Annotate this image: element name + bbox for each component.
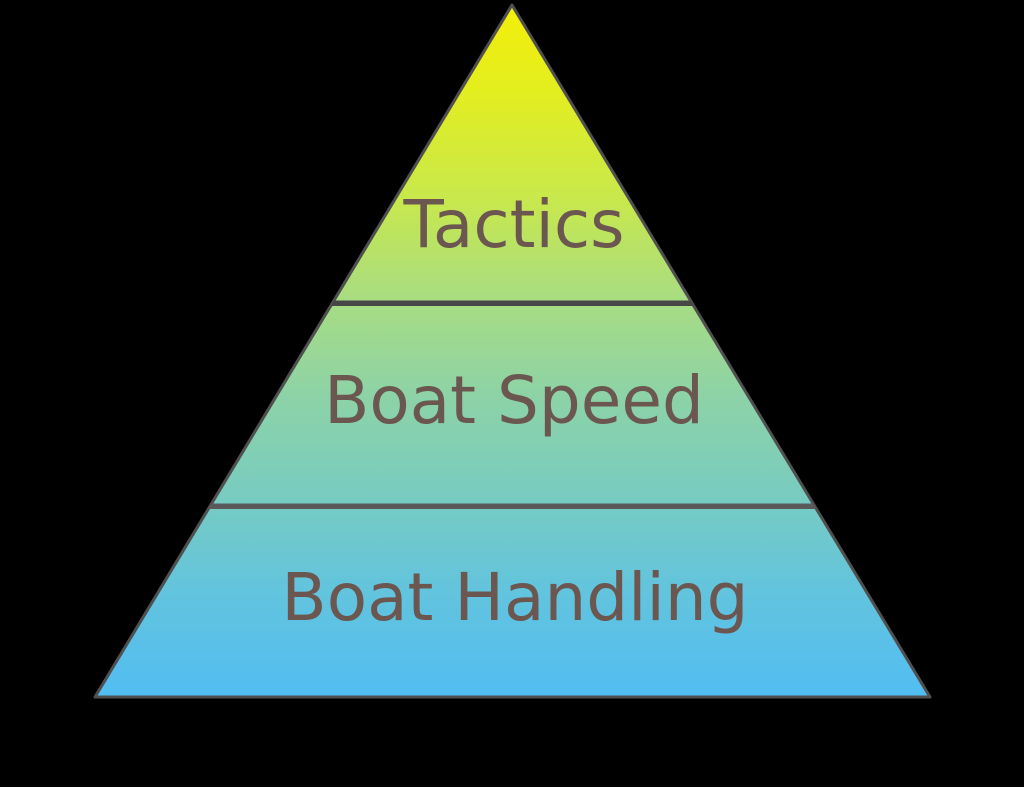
pyramid-body: [93, 3, 932, 699]
tier-label-tactics: Tactics: [402, 186, 624, 263]
tier-label-boat-handling: Boat Handling: [281, 559, 748, 636]
tier-divider-lower: [207, 503, 821, 509]
tier-label-boat-speed: Boat Speed: [324, 362, 704, 439]
tier-divider-upper: [330, 300, 698, 306]
